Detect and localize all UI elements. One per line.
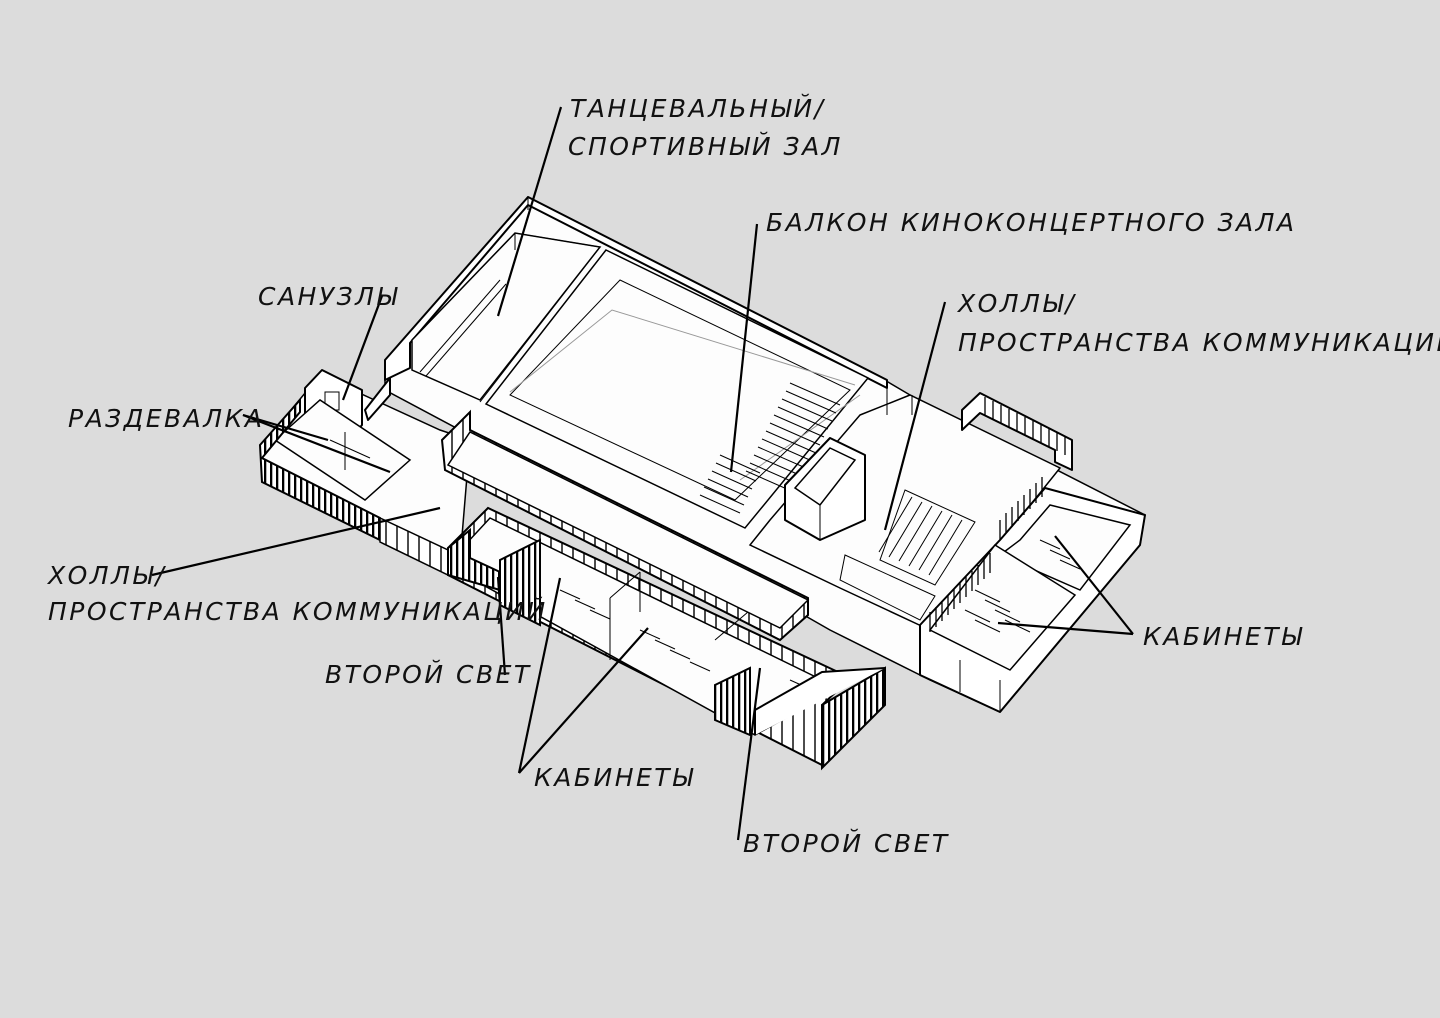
label-cloakroom: РАЗДЕВАЛКА xyxy=(68,404,264,433)
label-halls-right-line2: ПРОСТРАНСТВА КОММУНИКАЦИЙ xyxy=(958,328,1440,357)
leader-lines xyxy=(151,106,1134,841)
top-right-balcony xyxy=(961,392,1073,471)
leader-halls-left xyxy=(151,506,441,577)
leader-cabinets-bottom-a xyxy=(517,577,562,774)
leader-cloakroom-b xyxy=(242,413,391,474)
leader-cabinets-right-a xyxy=(1054,535,1134,635)
leader-cloakroom-a xyxy=(242,413,329,442)
label-halls-left-line2: ПРОСТРАНСТВА КОММУНИКАЦИЙ xyxy=(48,597,548,626)
balcony-seats xyxy=(699,382,841,514)
staircase xyxy=(839,489,976,621)
leader-halls-right xyxy=(883,301,947,531)
balcony-floor xyxy=(484,249,870,529)
leader-double-height-1 xyxy=(496,576,507,676)
left-dark-facade xyxy=(258,397,381,542)
leader-double-height-2 xyxy=(736,667,762,841)
label-dance-hall-line1: ТАНЦЕВАЛЬНЫЙ/ xyxy=(570,94,826,123)
label-halls-right-line1: ХОЛЛЫ/ xyxy=(956,289,1076,318)
leader-cabinets-bottom-b xyxy=(518,627,649,774)
labels: ТАНЦЕВАЛЬНЫЙ/ СПОРТИВНЫЙ ЗАЛ БАЛКОН КИНО… xyxy=(46,94,1440,858)
label-cabinets-bottom: КАБИНЕТЫ xyxy=(534,763,695,792)
leader-dance-hall xyxy=(496,106,563,317)
leader-cabinets-right-b xyxy=(997,621,1134,636)
label-balcony: БАЛКОН КИНОКОНЦЕРТНОГО ЗАЛА xyxy=(766,208,1297,237)
label-toilets: САНУЗЛЫ xyxy=(258,282,399,311)
label-double-height-2: ВТОРОЙ СВЕТ xyxy=(743,829,950,858)
label-cabinets-right: КАБИНЕТЫ xyxy=(1143,622,1304,651)
label-dance-hall-line2: СПОРТИВНЫЙ ЗАЛ xyxy=(568,132,843,161)
right-cabinet-desks xyxy=(964,539,1081,633)
leader-balcony xyxy=(729,223,759,473)
label-double-height-1: ВТОРОЙ СВЕТ xyxy=(325,660,532,689)
label-halls-left-line1: ХОЛЛЫ/ xyxy=(46,561,166,590)
leader-toilets xyxy=(341,295,384,401)
